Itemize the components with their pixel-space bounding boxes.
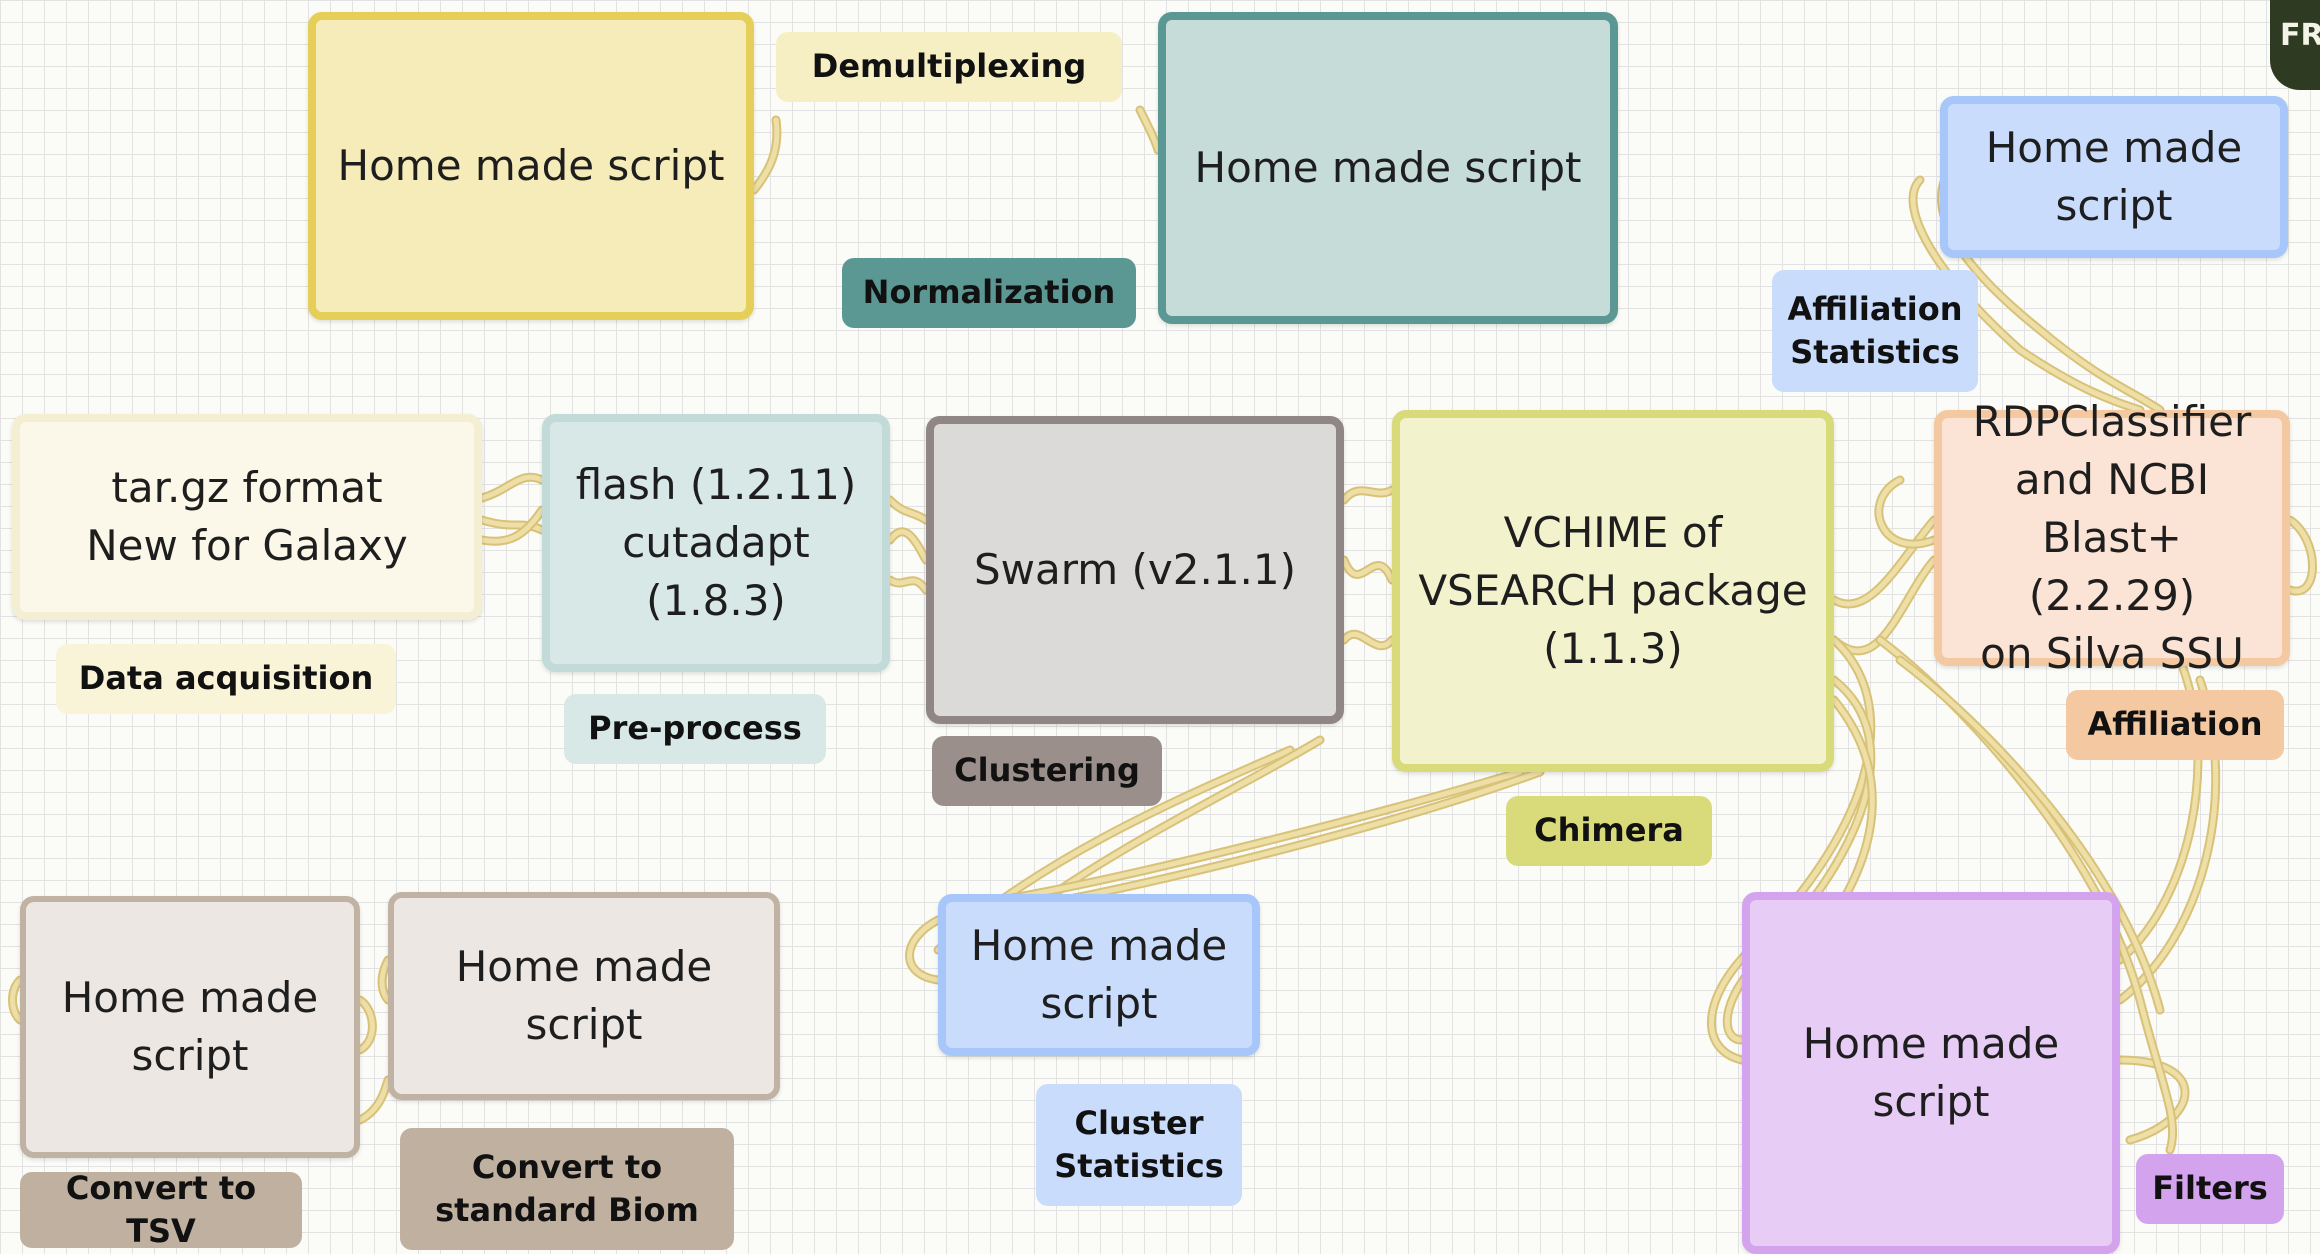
connector-wire	[479, 474, 545, 501]
connector-wire	[479, 507, 545, 544]
connector-wire	[357, 997, 375, 1053]
clustering-label: Clustering	[932, 736, 1162, 806]
pre-process-label: Pre-process	[564, 694, 826, 764]
vchime-node: VCHIME of VSEARCH package (1.1.3)	[1392, 410, 1834, 772]
connector-wire	[1910, 177, 2143, 413]
demultiplexing-label: Demultiplexing	[776, 32, 1122, 102]
data-acquisition-label: Data acquisition	[56, 644, 396, 714]
connector-wire	[10, 977, 23, 1023]
cluster-statistics-label: Cluster Statistics	[1036, 1084, 1242, 1206]
home-made-script-filters: Home made script	[1742, 892, 2120, 1254]
rdpclassifier-blast-node: RDPClassifier and NCBI Blast+ (2.2.29) o…	[1934, 397, 2290, 678]
connector-wire	[887, 497, 929, 523]
connector-wire	[997, 769, 1523, 903]
convert-to-tsv-label: Convert to TSV	[20, 1169, 302, 1250]
connector-wire	[1876, 477, 1937, 547]
connector-wire	[2117, 1057, 2188, 1143]
connector-wire	[1831, 557, 1937, 654]
connector-wire	[887, 577, 929, 593]
connector-wire	[751, 117, 780, 193]
convert-to-standard-biom-label: Convert to standard Biom	[400, 1128, 734, 1250]
connector-wire	[1341, 631, 1395, 649]
connector-wire	[2287, 517, 2315, 594]
chimera-label: Chimera	[1506, 796, 1712, 866]
connector-wire	[907, 917, 941, 983]
filters-label: Filters	[2136, 1154, 2284, 1224]
connector-wire	[887, 529, 929, 563]
connector-wire	[379, 957, 391, 1003]
home-made-script-normalization: Home made script	[1158, 12, 1618, 324]
tar-gz-format-node: tar.gz format New for Galaxy	[12, 414, 482, 620]
affiliation-label: Affiliation	[2066, 690, 2284, 760]
home-made-script-affiliation-stats: Home made script	[1940, 96, 2288, 258]
connector-wire	[1831, 517, 1937, 607]
connector-wire	[1137, 107, 1161, 153]
home-made-script-biom: Home made script	[388, 892, 780, 1100]
affiliation-statistics-label: Affiliation Statistics	[1772, 270, 1978, 392]
home-made-script-cluster-stats: Home made script	[938, 894, 1260, 1056]
normalization-label: Normalization	[842, 258, 1136, 328]
home-made-script-tsv: Home made script	[20, 896, 360, 1158]
flash-cutadapt-node: flash (1.2.11) cutadapt (1.8.3)	[542, 414, 890, 672]
corner-logo: FR	[2270, 0, 2320, 90]
swarm-node: Swarm (v2.1.1)	[926, 416, 1344, 724]
connector-wire	[1341, 487, 1395, 503]
home-made-script-demultiplexing: Home made script	[308, 12, 754, 320]
connector-wire	[1341, 557, 1395, 583]
connector-wire	[357, 1077, 391, 1123]
connector-wire	[1897, 657, 2163, 1013]
connector-wire	[479, 517, 545, 533]
